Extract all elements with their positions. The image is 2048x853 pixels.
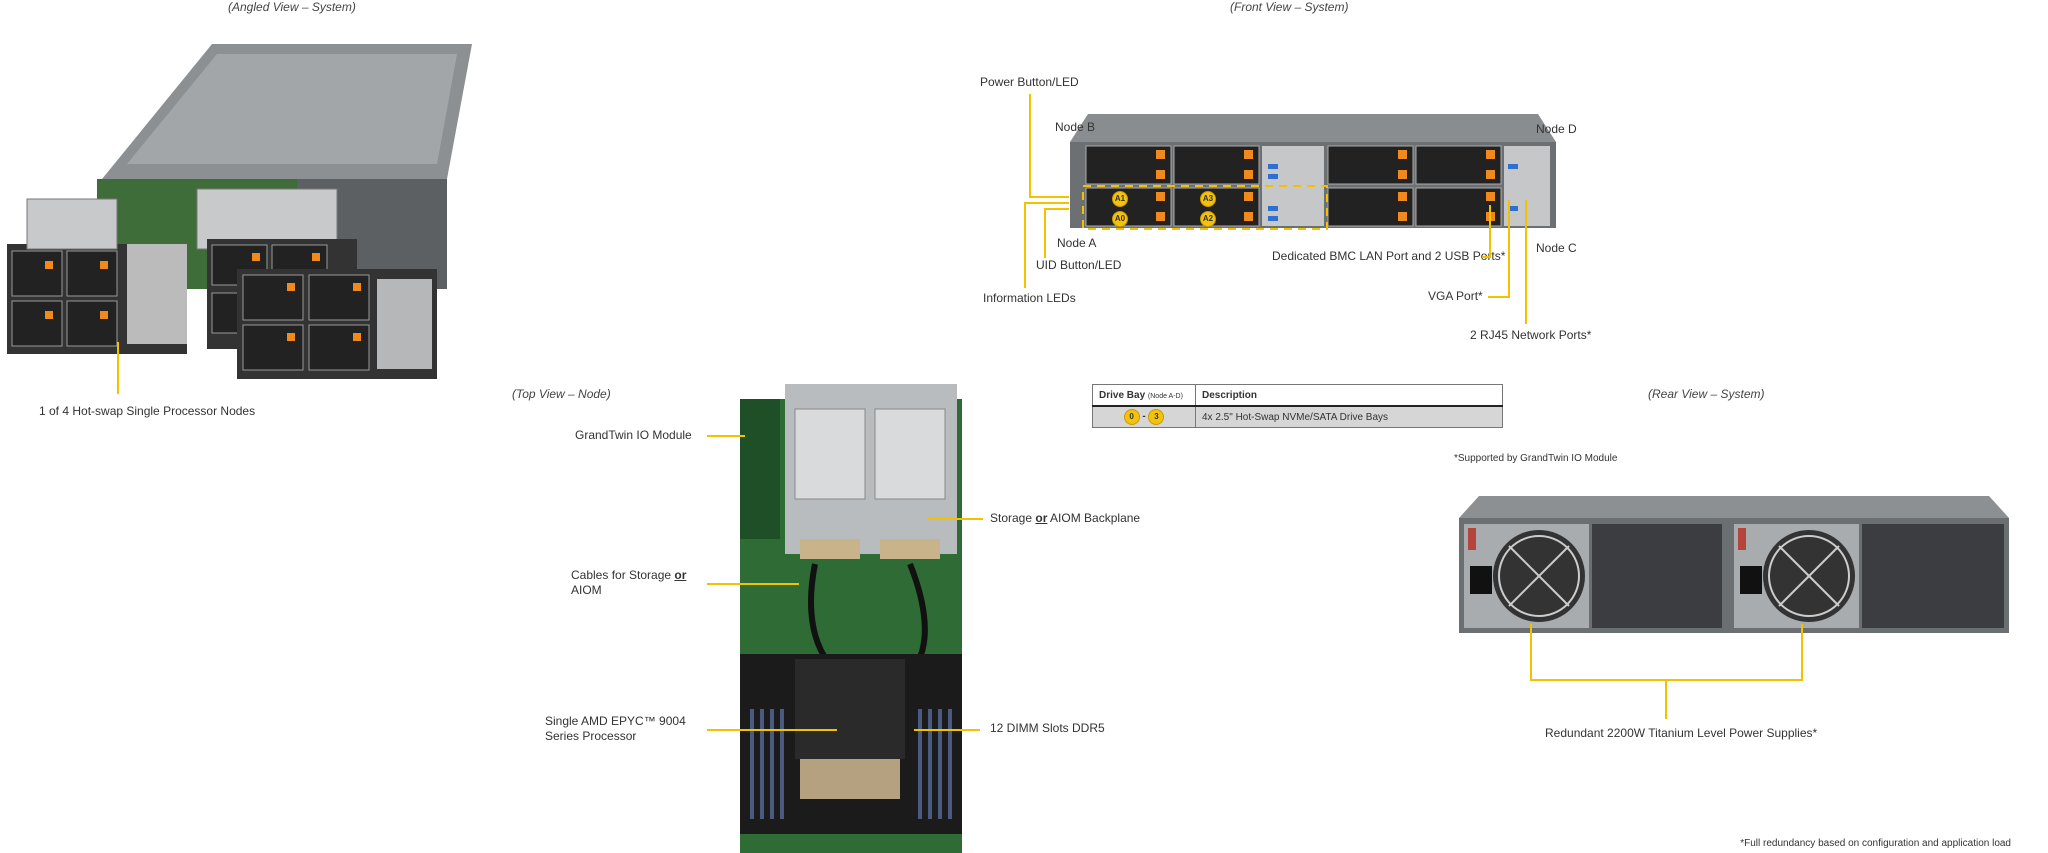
- caption-front-view: (Front View – System): [1230, 0, 1349, 14]
- label-power-supplies: Redundant 2200W Titanium Level Power Sup…: [1545, 726, 1818, 740]
- bay-label-a3: A3: [1200, 190, 1216, 207]
- label-dimm-slots: 12 DIMM Slots DDR5: [990, 721, 1105, 735]
- label-io-module: GrandTwin IO Module: [575, 428, 692, 442]
- callout-line: [1044, 208, 1046, 258]
- header-drive-bay: Drive Bay (Node A-D): [1092, 384, 1196, 407]
- callout-line: [707, 435, 745, 437]
- label-bmc-usb: Dedicated BMC LAN Port and 2 USB Ports*: [1272, 249, 1506, 263]
- cell-drive-bay: 0 - 3: [1092, 405, 1196, 428]
- callout-line: [117, 342, 119, 394]
- callout-line: [707, 583, 799, 585]
- label-backplane: Storage or AIOM Backplane: [990, 511, 1140, 526]
- angled-system-image: [7, 44, 472, 379]
- bay-label-a1: A1: [1112, 190, 1128, 207]
- label-processor-line1: Single AMD EPYC™ 9004: [545, 714, 686, 728]
- label-power-button: Power Button/LED: [980, 75, 1079, 89]
- top-node-image: [740, 384, 962, 853]
- label-vga-port: VGA Port*: [1428, 289, 1483, 303]
- bay-label-a2: A2: [1200, 210, 1216, 227]
- label-cables-text-2: AIOM: [571, 583, 602, 597]
- label-backplane-text-2: AIOM Backplane: [1047, 511, 1141, 525]
- callout-line: [1029, 196, 1069, 198]
- callout-line: [1508, 200, 1510, 297]
- callout-line: [1530, 624, 1532, 680]
- bay-label-a0: A0: [1112, 210, 1128, 227]
- label-node-c: Node C: [1536, 241, 1577, 255]
- callout-line: [914, 729, 980, 731]
- label-cables-text: Cables for Storage: [571, 568, 675, 582]
- caption-rear-view: (Rear View – System): [1648, 387, 1765, 401]
- table-header-row: Drive Bay (Node A-D) Description: [1092, 384, 1503, 407]
- caption-top-view: (Top View – Node): [512, 387, 611, 401]
- label-cables: Cables for Storage or AIOM: [571, 568, 686, 598]
- label-processor: Single AMD EPYC™ 9004 Series Processor: [545, 714, 686, 744]
- label-backplane-text: Storage: [990, 511, 1036, 525]
- label-node-d: Node D: [1536, 122, 1577, 136]
- callout-line: [1482, 256, 1491, 258]
- drive-bay-table: Drive Bay (Node A-D) Description 0 - 3 4…: [1092, 384, 1503, 428]
- label-information-leds: Information LEDs: [983, 291, 1076, 305]
- callout-line: [1489, 205, 1491, 257]
- callout-line: [1044, 208, 1069, 210]
- label-cables-or: or: [674, 568, 687, 582]
- label-hot-swap-nodes: 1 of 4 Hot-swap Single Processor Nodes: [39, 404, 256, 418]
- callout-line: [1801, 624, 1803, 680]
- label-node-b: Node B: [1055, 120, 1096, 134]
- callout-line: [707, 729, 837, 731]
- callout-line: [1024, 202, 1026, 288]
- caption-angled-view: (Angled View – System): [228, 0, 356, 14]
- callout-line: [1525, 200, 1527, 324]
- front-system-image: [1070, 114, 1556, 230]
- table-row: 0 - 3 4x 2.5" Hot-Swap NVMe/SATA Drive B…: [1092, 405, 1503, 428]
- label-uid-button: UID Button/LED: [1036, 258, 1122, 272]
- callout-line: [1665, 679, 1667, 719]
- label-backplane-or: or: [1035, 511, 1048, 525]
- rear-system-image: [1459, 496, 2009, 633]
- label-node-a: Node A: [1057, 236, 1097, 250]
- label-processor-line2: Series Processor: [545, 729, 637, 743]
- callout-line: [1024, 202, 1069, 204]
- note-redundancy: *Full redundancy based on configuration …: [1740, 838, 2011, 849]
- label-rj45-ports: 2 RJ45 Network Ports*: [1470, 328, 1592, 342]
- callout-line: [1029, 94, 1031, 198]
- callout-line: [927, 518, 983, 520]
- callout-line: [1488, 296, 1510, 298]
- cell-description: 4x 2.5" Hot-Swap NVMe/SATA Drive Bays: [1195, 405, 1503, 428]
- note-io-support: *Supported by GrandTwin IO Module: [1454, 453, 1618, 464]
- header-description: Description: [1195, 384, 1503, 407]
